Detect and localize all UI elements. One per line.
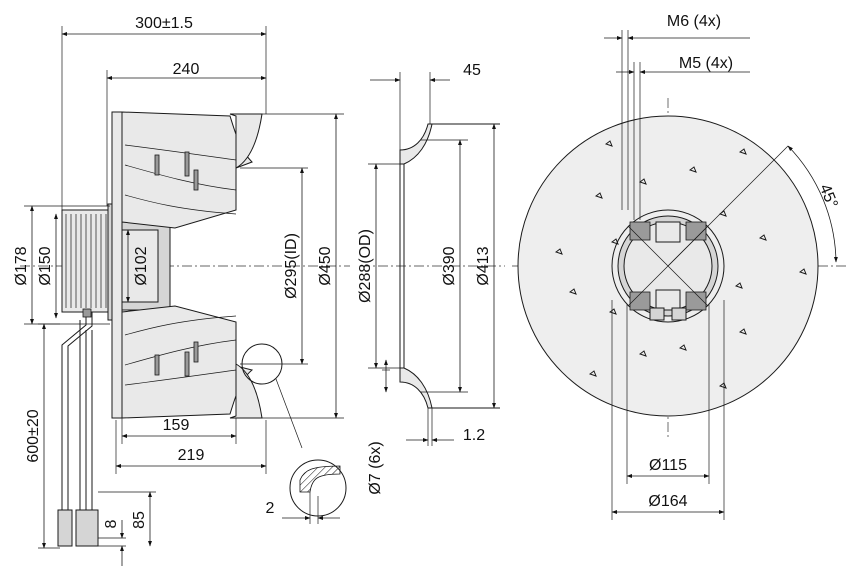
dim-thread-m6: M6 (4x) <box>667 13 721 30</box>
dim-240: 240 <box>173 61 200 78</box>
dim-overall-length: 300±1.5 <box>135 15 193 32</box>
dim-dia-150: Ø150 <box>37 246 54 285</box>
dim-dia-390: Ø390 <box>441 246 458 285</box>
front-view: M6 (4x) M5 (4x) 45° Ø115 Ø164 <box>512 13 846 520</box>
dim-cable-end-85: 85 <box>131 511 148 529</box>
dim-thickness-1-2: 1.2 <box>463 427 485 444</box>
inlet-ring-lower <box>399 367 433 409</box>
cable <box>57 308 99 547</box>
impeller-blade-lines <box>124 144 237 386</box>
dim-detail-2: 2 <box>266 500 275 517</box>
dim-cable-end-8: 8 <box>103 519 120 528</box>
impeller-backplate <box>111 111 123 419</box>
dim-159: 159 <box>163 417 190 434</box>
dim-cable-length: 600±20 <box>25 409 42 462</box>
inlet-shroud-upper <box>229 113 263 169</box>
dim-ring-width-45: 45 <box>463 62 481 79</box>
motor-face-fins <box>629 221 707 321</box>
dim-219: 219 <box>178 447 205 464</box>
inlet-ring-section: 45 Ø288(OD) Ø390 Ø413 1.2 Ø7 (6x) <box>357 62 505 495</box>
dim-dia-178: Ø178 <box>13 246 30 285</box>
hub-outer-ring <box>611 209 725 323</box>
dim-holes-7: Ø7 (6x) <box>367 441 384 494</box>
dim-thread-m5: M5 (4x) <box>679 55 733 72</box>
dim-dia-115: Ø115 <box>649 457 687 474</box>
dim-dia-295-id: Ø295(ID) <box>283 233 300 299</box>
dim-angle-45: 45° <box>816 182 841 211</box>
inlet-ring-upper <box>399 123 433 165</box>
detail-section <box>299 465 341 493</box>
motor-fins <box>65 214 107 308</box>
dim-dia-164: Ø164 <box>648 493 687 510</box>
blade-slots <box>554 140 807 389</box>
side-view: 300±1.5 240 159 219 Ø178 Ø150 Ø102 Ø295(… <box>13 15 350 566</box>
dim-dia-288-od: Ø288(OD) <box>357 229 374 303</box>
dim-dia-413: Ø413 <box>475 246 492 285</box>
dim-dia-450: Ø450 <box>317 246 334 285</box>
dim-dia-102: Ø102 <box>133 246 150 285</box>
